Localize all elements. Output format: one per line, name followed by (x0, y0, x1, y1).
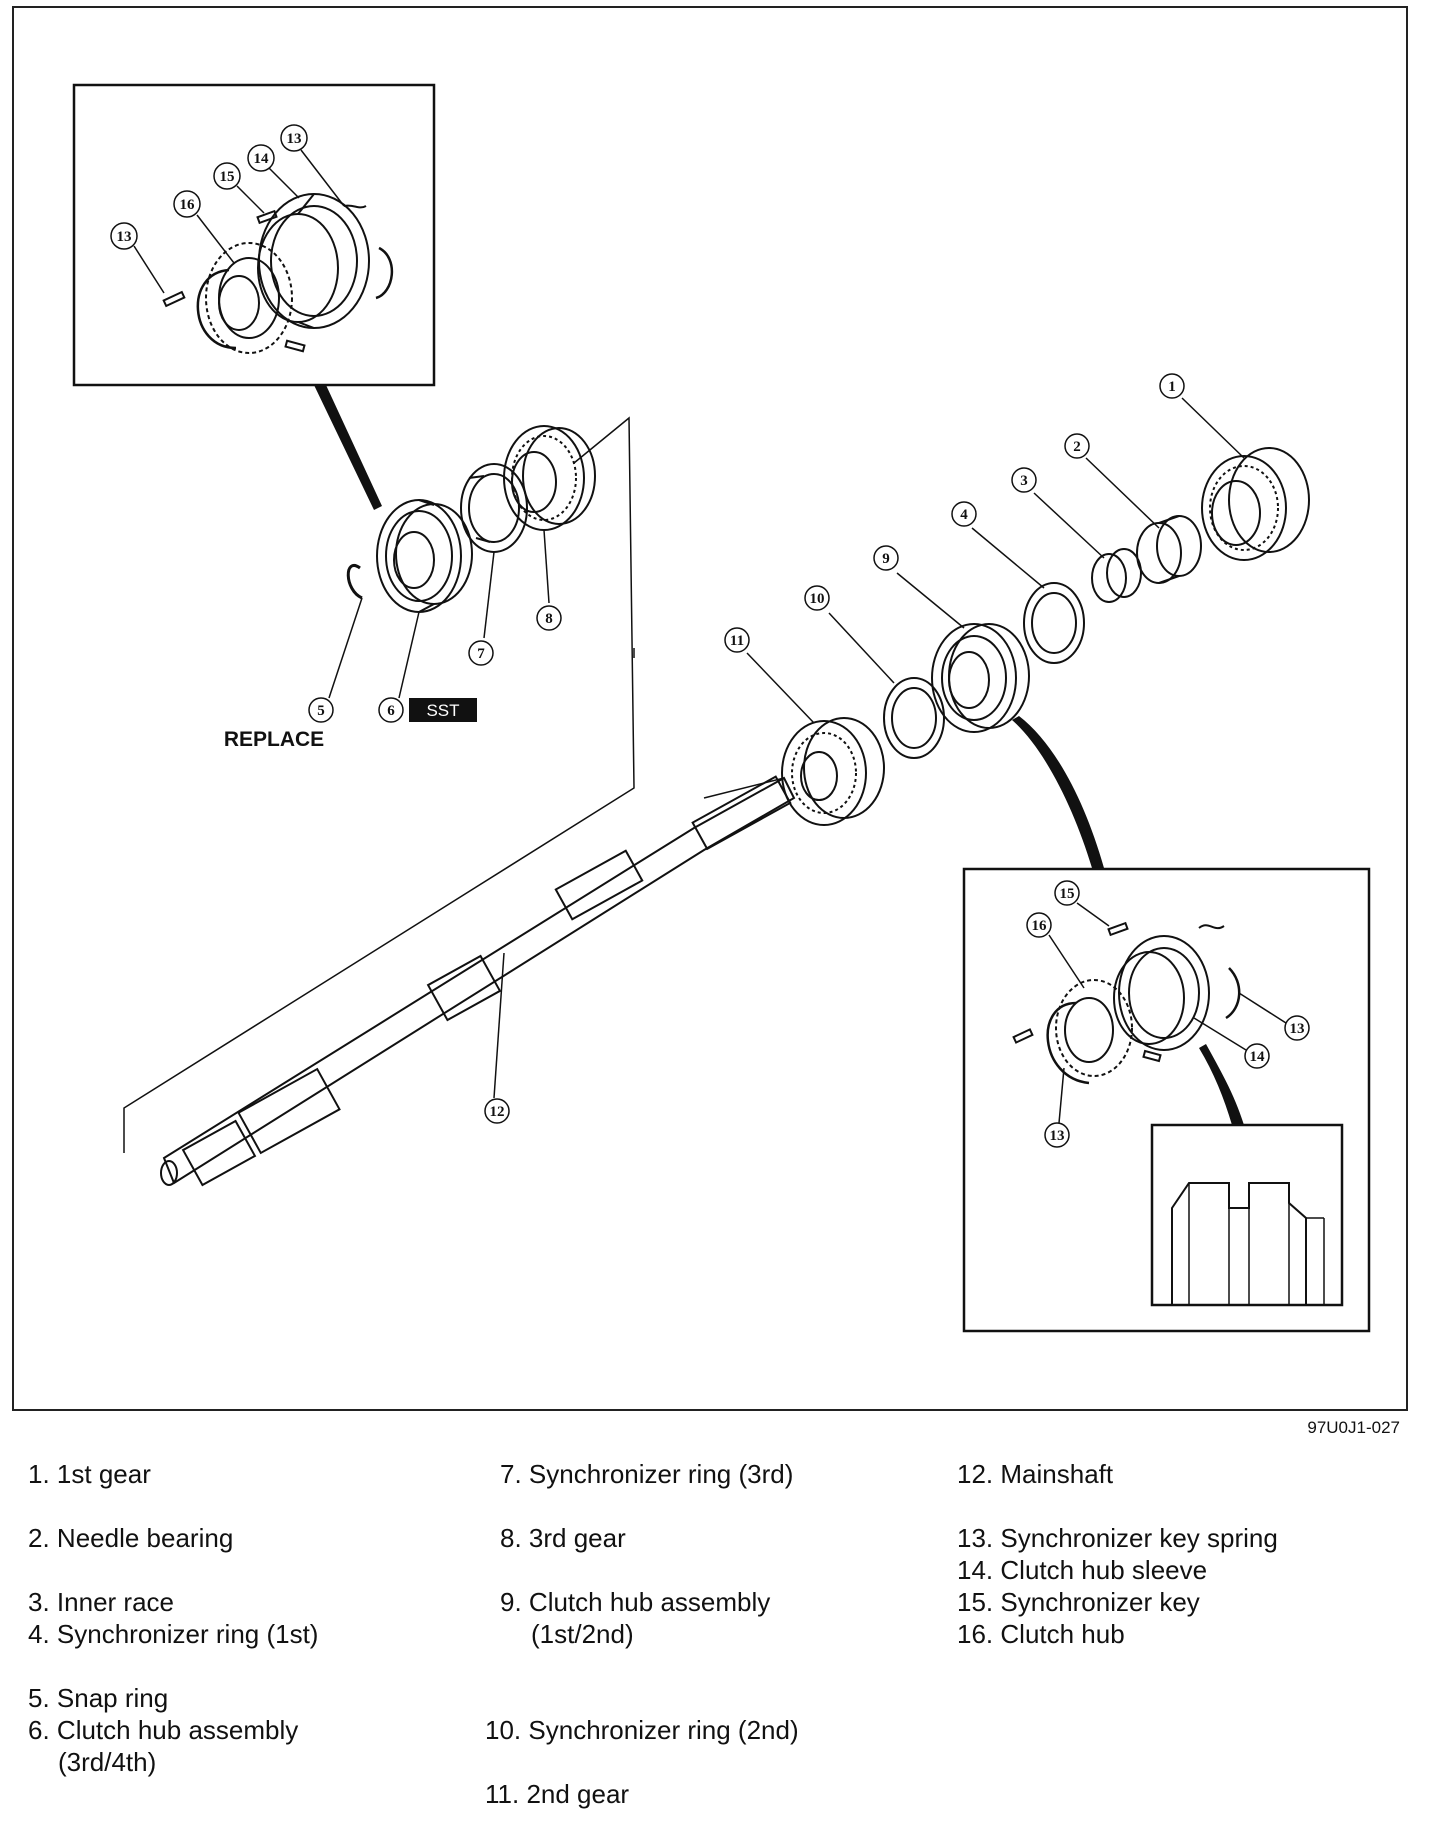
callout-5: 5 (308, 697, 334, 723)
svg-text:SST: SST (426, 701, 459, 720)
svg-text:13: 13 (117, 229, 132, 245)
svg-text:5: 5 (317, 703, 325, 719)
group-3rd-4th (328, 425, 596, 699)
callout-16-top-left: 16 (173, 190, 201, 218)
callout-13b-bottom-right: 13 (1044, 1122, 1070, 1148)
svg-text:15: 15 (1060, 886, 1075, 902)
sst-badge: SST (409, 698, 477, 722)
legend-item-13: 13. Synchronizer key spring (957, 1523, 1278, 1553)
callout-1: 1 (1159, 373, 1185, 399)
callout-11: 11 (724, 627, 750, 653)
legend-item-12: 12. Mainshaft (957, 1459, 1114, 1489)
svg-text:13: 13 (287, 131, 302, 147)
legend-item-10: 10. Synchronizer ring (2nd) (485, 1715, 799, 1745)
legend-item-3: 3. Inner race (28, 1587, 174, 1617)
callout-2: 2 (1064, 433, 1090, 459)
replace-label: REPLACE (224, 728, 324, 751)
callout-8: 8 (536, 605, 562, 631)
inset-bottom-right (962, 867, 1371, 1333)
callout-4: 4 (951, 501, 977, 527)
callout-10: 10 (804, 585, 830, 611)
svg-text:14: 14 (1250, 1049, 1266, 1065)
exploded-diagram: 13 16 15 14 13 5 6 7 8 1 2 3 4 9 10 11 1… (72, 83, 1371, 1333)
callout-13b-top-left: 13 (280, 124, 308, 152)
legend-item-1: 1. 1st gear (28, 1459, 151, 1489)
callout-9: 9 (873, 545, 899, 571)
svg-text:16: 16 (180, 197, 196, 213)
callout-15-bottom-right: 15 (1054, 880, 1080, 906)
svg-text:8: 8 (545, 611, 553, 627)
legend-item-7: 7. Synchronizer ring (3rd) (500, 1459, 794, 1489)
mainshaft (160, 775, 796, 1187)
svg-text:11: 11 (730, 633, 744, 649)
legend-item-9: 9. Clutch hub assembly (500, 1587, 771, 1617)
figure-code: 97U0J1-027 (1307, 1418, 1400, 1437)
legend-item-11: 11. 2nd gear (485, 1779, 630, 1809)
legend-item-14: 14. Clutch hub sleeve (957, 1555, 1208, 1585)
svg-text:16: 16 (1032, 918, 1048, 934)
svg-text:13: 13 (1290, 1021, 1305, 1037)
callout-3: 3 (1011, 467, 1037, 493)
svg-text:2: 2 (1073, 439, 1081, 455)
svg-text:12: 12 (490, 1104, 505, 1120)
callout-12: 12 (484, 1098, 510, 1124)
svg-text:7: 7 (477, 646, 485, 662)
callout-6: 6 (378, 697, 404, 723)
legend-item-8: 8. 3rd gear (500, 1523, 626, 1553)
svg-text:13: 13 (1050, 1128, 1065, 1144)
svg-text:10: 10 (810, 591, 825, 607)
legend-item-9-cont: (1st/2nd) (531, 1619, 634, 1649)
svg-text:1: 1 (1168, 379, 1176, 395)
legend-item-5: 5. Snap ring (28, 1683, 169, 1713)
parts-legend: 1. 1st gear 2. Needle bearing 3. Inner r… (0, 1450, 1440, 1830)
legend-item-16: 16. Clutch hub (957, 1619, 1125, 1649)
svg-text:4: 4 (960, 507, 968, 523)
svg-text:15: 15 (220, 169, 235, 185)
svg-text:14: 14 (254, 151, 270, 167)
callout-13-bottom-right: 13 (1284, 1015, 1310, 1041)
legend-item-4: 4. Synchronizer ring (1st) (28, 1619, 319, 1649)
group-1st-2nd (746, 397, 1310, 826)
legend-item-6-cont: (3rd/4th) (58, 1747, 157, 1777)
legend-item-6: 6. Clutch hub assembly (28, 1715, 299, 1745)
inset-top-left (72, 83, 436, 387)
figure-frame: 13 16 15 14 13 5 6 7 8 1 2 3 4 9 10 11 1… (12, 6, 1408, 1411)
svg-text:6: 6 (387, 703, 395, 719)
callout-16-bottom-right: 16 (1026, 912, 1052, 938)
legend-item-15: 15. Synchronizer key (957, 1587, 1200, 1617)
callout-13-top-left: 13 (110, 222, 138, 250)
callout-15-top-left: 15 (213, 162, 241, 190)
callout-14-top-left: 14 (247, 144, 275, 172)
svg-text:9: 9 (882, 551, 890, 567)
legend-item-2: 2. Needle bearing (28, 1523, 234, 1553)
callout-7: 7 (468, 640, 494, 666)
svg-text:3: 3 (1020, 473, 1028, 489)
callout-14-bottom-right: 14 (1244, 1043, 1270, 1069)
